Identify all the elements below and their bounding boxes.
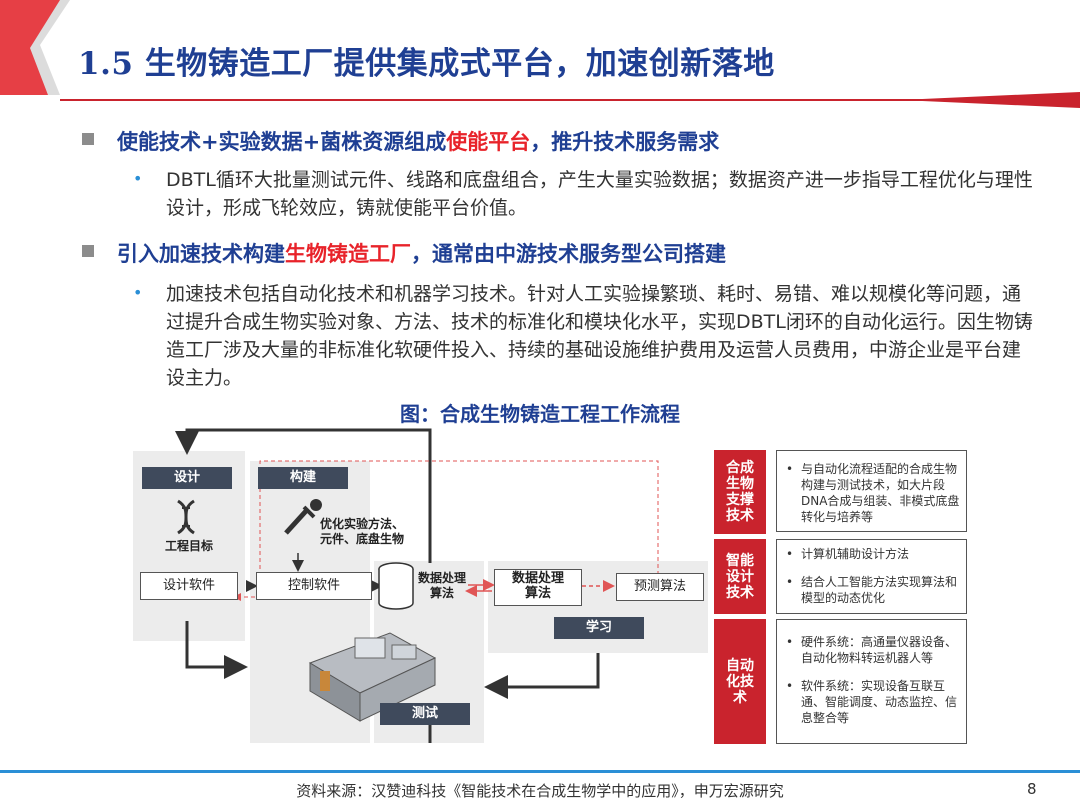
footer-source: 资料来源：汉赞迪科技《智能技术在合成生物学中的应用》，申万宏源研究 — [296, 782, 784, 800]
workflow-diagram: 设计 工程目标 设计软件 构建 优化实验方法、 元件、底盘生物 控制软件 数据处… — [130, 425, 710, 745]
test-label: 测试 — [380, 703, 470, 725]
automation-equipment-image — [308, 632, 437, 722]
figure-caption: 图：合成生物铸造工程工作流程 — [400, 402, 680, 426]
design-label: 设计 — [142, 467, 232, 489]
category-synbio-support-label: 合成生物支撑技术 — [726, 460, 754, 524]
workflow-arrows — [175, 428, 659, 743]
build-note-line-2: 元件、底盘生物 — [320, 532, 405, 546]
footer-line — [0, 770, 1080, 773]
build-note: 优化实验方法、 元件、底盘生物 — [320, 517, 420, 547]
control-software-box: 控制软件 — [256, 572, 372, 600]
section-2-heading-pre: 引入加速技术构建 — [117, 242, 285, 266]
header-decoration — [0, 0, 1080, 108]
page-number: 8 — [1027, 780, 1037, 798]
smart-design-box: 计算机辅助设计方法 结合人工智能方法实现算法和模型的动态优化 — [776, 539, 967, 614]
pipette-icon — [284, 499, 322, 535]
section-1-text: DBTL循环大批量测试元件、线路和底盘组合，产生大量实验数据；数据资产进一步指导… — [166, 169, 1033, 219]
section-2-heading-highlight: 生物铸造工厂 — [285, 242, 411, 266]
data-processing-left: 数据处理 算法 — [414, 571, 470, 601]
smart-design-item-1: 计算机辅助设计方法 — [777, 546, 966, 562]
section-2-heading-post: ，通常由中游技术服务型公司搭建 — [411, 242, 726, 266]
build-note-line-1: 优化实验方法、 — [320, 517, 405, 531]
synbio-support-box: 与自动化流程适配的合成生物构建与测试技术，如大片段DNA合成与组装、非模式底盘转… — [776, 450, 967, 532]
engineering-goal-label: 工程目标 — [164, 539, 213, 553]
design-software-box: 设计软件 — [140, 572, 238, 600]
data-processing-right-box: 数据处理 算法 — [494, 569, 582, 606]
section-1-heading-post: ，推升技术服务需求 — [530, 130, 720, 154]
predict-algorithm-box: 预测算法 — [616, 573, 704, 601]
automation-item-1: 硬件系统：高通量仪器设备、自动化物料转运机器人等 — [777, 634, 966, 666]
section-2-bullet-icon — [82, 245, 94, 257]
automation-box: 硬件系统：高通量仪器设备、自动化物料转运机器人等 软件系统：实现设备互联互通、智… — [776, 619, 967, 744]
category-smart-design-label: 智能设计技术 — [726, 552, 754, 601]
data-processing-left-line-2: 算法 — [429, 586, 454, 600]
data-processing-right-line-1: 数据处理 — [511, 571, 564, 586]
automation-item-2: 软件系统：实现设备互联互通、智能调度、动态监控、信息整合等 — [777, 678, 966, 726]
section-2-dot-icon: • — [133, 283, 143, 302]
database-icon — [378, 562, 414, 610]
section-2-heading: 引入加速技术构建生物铸造工厂，通常由中游技术服务型公司搭建 — [117, 238, 726, 268]
build-label: 构建 — [258, 467, 348, 489]
technology-panel: 合成生物支撑技术 与自动化流程适配的合成生物构建与测试技术，如大片段DNA合成与… — [714, 450, 969, 745]
section-2-text: 加速技术包括自动化技术和机器学习技术。针对人工实验操繁琐、耗时、易错、难以规模化… — [166, 283, 1033, 389]
category-synbio-support: 合成生物支撑技术 — [714, 450, 766, 534]
dna-icon — [177, 499, 195, 535]
data-processing-right-line-2: 算法 — [524, 586, 551, 601]
slide-title: 1.5 生物铸造工厂提供集成式平台，加速创新落地 — [78, 46, 775, 82]
section-1-bullet-icon — [82, 133, 94, 145]
section-1-dot-icon: • — [133, 169, 143, 188]
section-1-heading-highlight: 使能平台 — [446, 130, 531, 154]
learn-label: 学习 — [554, 617, 644, 639]
synbio-support-item: 与自动化流程适配的合成生物构建与测试技术，如大片段DNA合成与组装、非模式底盘转… — [777, 461, 966, 525]
category-automation-label: 自动化技术 — [726, 657, 754, 706]
category-smart-design: 智能设计技术 — [714, 539, 766, 614]
category-automation: 自动化技术 — [714, 619, 766, 744]
smart-design-item-2: 结合人工智能方法实现算法和模型的动态优化 — [777, 574, 966, 606]
section-1-heading-pre: 使能技术+实验数据+菌株资源组成 — [117, 130, 447, 154]
data-processing-left-line-1: 数据处理 — [417, 571, 466, 585]
section-1-heading: 使能技术+实验数据+菌株资源组成使能平台，推升技术服务需求 — [117, 126, 719, 156]
